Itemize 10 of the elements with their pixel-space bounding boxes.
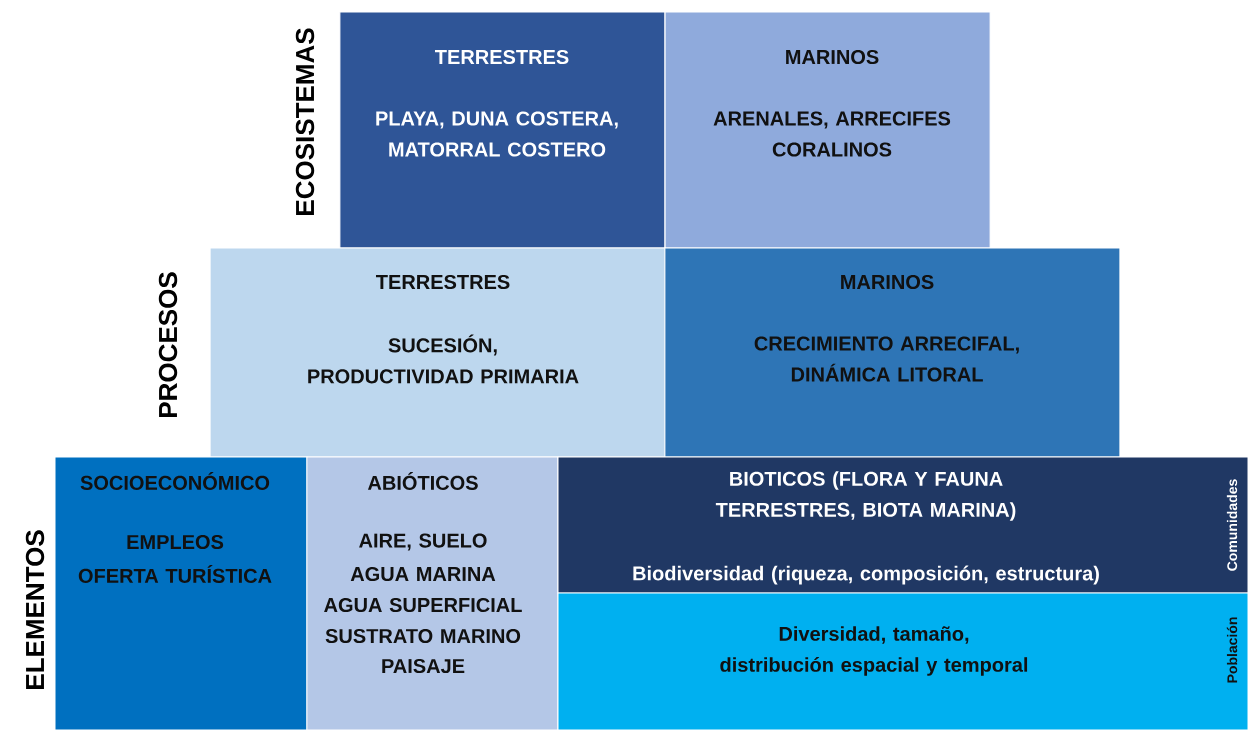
category-box: TERRESTRES PLAYA, DUNA COSTERA, MATORRAL COSTERO <box>339 11 666 249</box>
category-box: TERRESTRES SUCESIÓN, PRODUCTIVIDAD PRIMARIA <box>209 247 666 458</box>
category-box: Diversidad, tamaño, distribución espacial y temporal Población <box>557 592 1248 730</box>
category-box: ABIÓTICOS AIRE, SUELO AGUA MARINA AGUA SUPERFICIAL SUSTRATO MARINO PAISAJE <box>306 456 559 730</box>
level-label: ECOSISTEMAS <box>295 28 315 215</box>
level-label: PROCESOS <box>158 272 178 417</box>
category-box: BIOTICOS (FLORA Y FAUNA TERRESTRES, BIOTA MARINA) Biodiversidad (riqueza, composición, estructura) Comunidades <box>557 456 1248 594</box>
category-box: MARINOS ARENALES, ARRECIFES CORALINOS <box>664 11 991 249</box>
category-box: SOCIOECONÓMICO EMPLEOS OFERTA TURÍSTICA <box>54 456 308 730</box>
category-box: MARINOS CRECIMIENTO ARRECIFAL, DINÁMICA LITORAL <box>664 247 1121 458</box>
